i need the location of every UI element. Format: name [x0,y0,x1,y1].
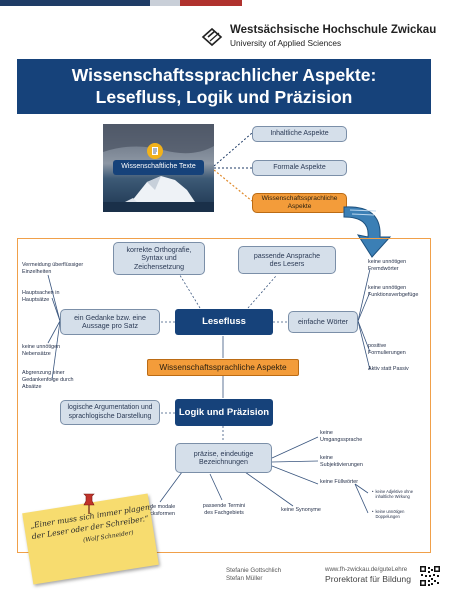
box-gedanke: ein Gedanke bzw. eine Aussage pro Satz [60,309,160,335]
center-node: Wissenschaftssprachliche Aspekte [147,359,299,376]
note-adjektive: •keine Adjektive ohne inhaltliche Wirkun… [372,489,422,499]
footer-author-1: Stefanie Gottschlich [226,567,282,574]
note-modale: passende modale Ausdrucksformen [132,504,176,517]
stripe-light [242,0,449,6]
note-umgangssprache: keine Umgangssprache [320,430,363,443]
hub-lesefluss: Lesefluss [175,309,273,335]
aspect-formal: Formale Aspekte [252,160,347,176]
note-termini: passende Termini des Fachgebiets [202,503,246,516]
note-doppelungen: •keine unnötigen Doppelungen [372,509,422,519]
document-icon [147,143,163,159]
note-einzelheiten: Vermeidung überflüssiger Einzelheiten [22,262,84,275]
aspect-wissenschaftssprachlich: Wissenschaftssprachliche Aspekte [252,193,347,213]
stripe-red [180,0,242,6]
note-nebensaetze: keine unnötigen Nebensätze [22,344,61,357]
aspect-inhaltlich: Inhaltliche Aspekte [252,126,347,142]
note-formulierungen: positive Formulierungen [368,343,406,356]
note-doppelungen-text: keine unnötigen Doppelungen [375,509,405,520]
note-passiv: Aktiv statt Passiv [368,366,409,372]
title-banner: Wissenschaftssprachlicher Aspekte: Lesef… [17,59,431,114]
university-subtitle: University of Applied Sciences [230,38,342,48]
stripe-dark [0,0,150,6]
note-synonyme: keine Synonyme [281,507,321,513]
university-logo-icon [201,27,223,47]
note-abgrenzung: Abgrenzung einer Gedankenfolge durch Abs… [22,370,74,390]
box-ansprache: passende Ansprache des Lesers [238,246,336,274]
box-praezise: präzise, eindeutige Bezeichnungen [175,443,272,473]
note-adjektive-text: keine Adjektive ohne inhaltliche Wirkung [375,489,413,500]
note-fremdwoerter: keine unnötigen Fremdwörter [368,259,407,272]
box-orthografie: korrekte Orthografie, Syntax und Zeichen… [113,242,205,275]
transition-arrow-icon [343,206,392,258]
stripe-mid [150,0,180,6]
box-argumentation: logische Argumentation und sprachlogisch… [60,400,160,425]
note-subjektivierungen: keine Subjektivierungen [320,455,363,468]
university-name: Westsächsische Hochschule Zwickau [230,24,437,36]
top-stripe [0,0,449,6]
footer-author-2: Stefan Müller [226,575,263,582]
iceberg-icon [103,124,214,212]
title-line-2: Lesefluss, Logik und Präzision [95,87,353,108]
qr-code-icon[interactable] [420,566,440,586]
footer-office: Prorektorat für Bildung [325,574,411,584]
bullet-icon: • [372,489,374,494]
title-line-1: Wissenschaftssprachlicher Aspekte: [71,65,377,85]
source-node: Wissenschaftliche Texte [113,160,204,175]
note-funktionsverbgefuege: keine unnötigen Funktionsverbgefüge [368,285,419,298]
box-woerter: einfache Wörter [288,311,358,333]
footer-url[interactable]: www.fh-zwickau.de/guteLehre [325,566,408,573]
bullet-icon: • [372,509,374,514]
pushpin-icon [83,493,95,514]
note-fuellwoerter: keine Füllwörter [320,479,359,485]
note-hauptsachen: Hauptsachen in Hauptsätze [22,290,60,303]
mindmap-frame [17,238,431,553]
hub-logik: Logik und Präzision [175,399,273,426]
